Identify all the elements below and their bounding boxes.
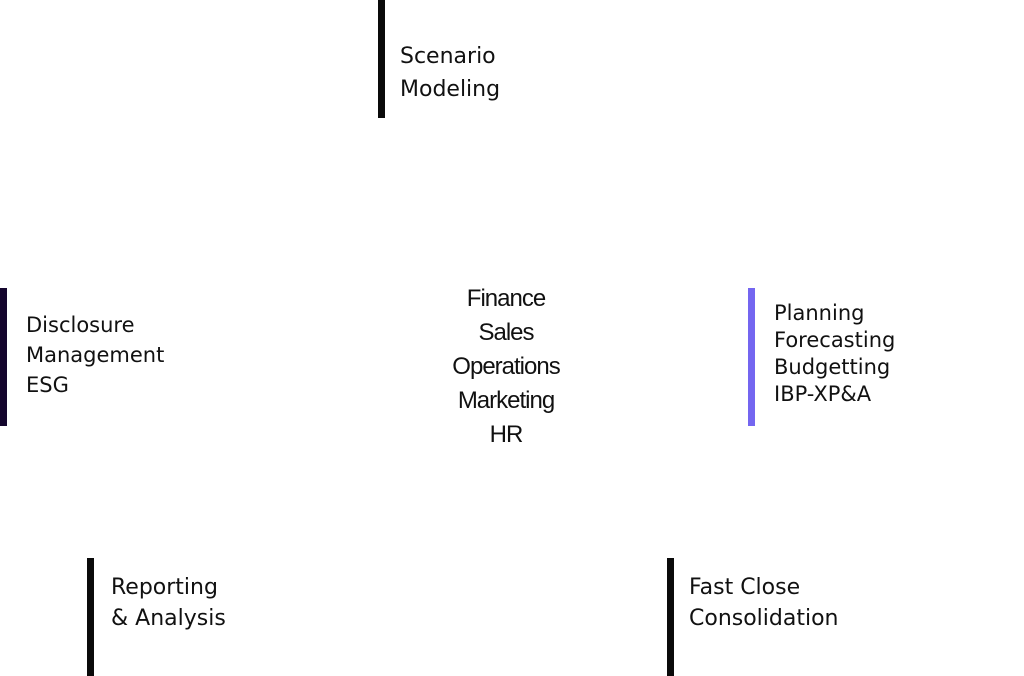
reporting-line-1: Reporting: [111, 575, 218, 600]
disclosure-line-2: Management: [26, 343, 165, 367]
reporting-analysis-text: Reporting & Analysis: [111, 572, 226, 634]
scenario-modeling-block: Scenario Modeling: [378, 0, 578, 118]
center-functions-list: Finance Sales Operations Marketing HR: [396, 282, 616, 452]
reporting-analysis-bar: [87, 558, 94, 676]
scenario-line-2: Modeling: [400, 77, 501, 102]
planning-block: Planning Forecasting Budgetting IBP-XP&A: [748, 288, 968, 426]
planning-line-2: Forecasting: [774, 328, 896, 352]
fast-close-text: Fast Close Consolidation: [689, 572, 839, 634]
disclosure-management-block: Disclosure Management ESG: [0, 288, 220, 426]
disclosure-line-3: ESG: [26, 373, 69, 397]
planning-line-3: Budgetting: [774, 355, 891, 379]
planning-text: Planning Forecasting Budgetting IBP-XP&A: [774, 300, 895, 408]
planning-line-1: Planning: [774, 301, 865, 325]
disclosure-management-text: Disclosure Management ESG: [26, 310, 164, 400]
center-item-marketing: Marketing: [457, 387, 555, 414]
fast-close-bar: [667, 558, 674, 676]
scenario-modeling-bar: [378, 0, 385, 118]
reporting-line-2: & Analysis: [111, 606, 226, 631]
fast-close-block: Fast Close Consolidation: [667, 558, 887, 676]
center-item-operations: Operations: [452, 353, 560, 380]
planning-bar: [748, 288, 755, 426]
planning-line-4: IBP-XP&A: [774, 382, 872, 406]
disclosure-line-1: Disclosure: [26, 313, 135, 337]
center-item-sales: Sales: [478, 319, 534, 346]
scenario-line-1: Scenario: [400, 44, 496, 69]
fastclose-line-2: Consolidation: [689, 606, 839, 631]
center-item-finance: Finance: [466, 285, 546, 312]
reporting-analysis-block: Reporting & Analysis: [87, 558, 307, 676]
scenario-modeling-text: Scenario Modeling: [400, 40, 500, 106]
center-item-hr: HR: [489, 421, 524, 448]
disclosure-management-bar: [0, 288, 7, 426]
fastclose-line-1: Fast Close: [689, 575, 801, 600]
